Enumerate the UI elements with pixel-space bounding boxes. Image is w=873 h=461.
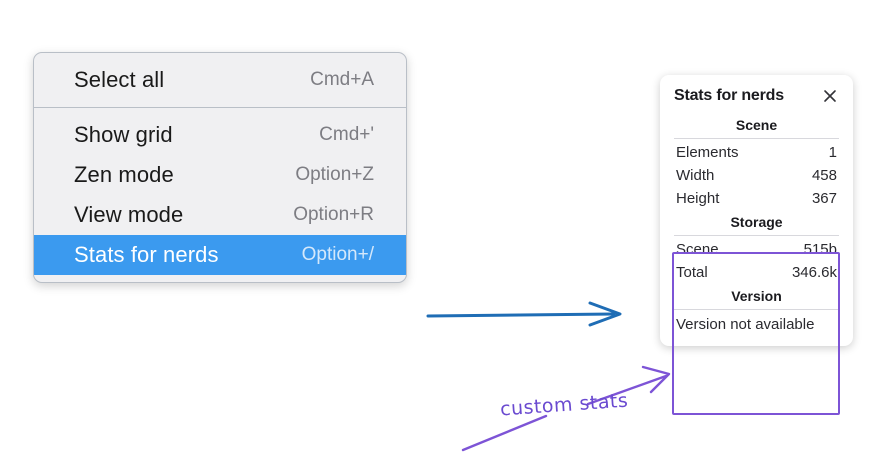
blue-arrow (426, 301, 622, 327)
section-divider (674, 309, 839, 310)
menu-item-select-all[interactable]: Select all Cmd+A (34, 60, 406, 100)
menu-item-shortcut: Cmd+' (319, 124, 374, 145)
table-row: Total 346.6k (672, 261, 841, 284)
section-divider (674, 235, 839, 236)
stat-key: Width (676, 167, 715, 184)
stat-value: 515b (803, 241, 837, 258)
menu-group-view: Show grid Cmd+' Zen mode Option+Z View m… (34, 107, 406, 282)
menu-item-stats-for-nerds[interactable]: Stats for nerds Option+/ (34, 235, 406, 275)
stat-key: Scene (676, 241, 719, 258)
menu-item-show-grid[interactable]: Show grid Cmd+' (34, 115, 406, 155)
menu-item-label: Show grid (74, 122, 173, 147)
section-title: Scene (735, 117, 778, 133)
panel-title: Stats for nerds (674, 87, 784, 104)
purple-underline-stroke (461, 414, 548, 452)
stat-key: Total (676, 264, 708, 281)
custom-stats-annotation-label: custom stats (499, 389, 629, 421)
section-title: Version (731, 288, 782, 304)
section-scene: Scene Elements 1 Width 458 Height 367 (672, 113, 841, 210)
stat-value: 367 (811, 190, 837, 207)
section-version: Version Version not available (672, 284, 841, 334)
table-row: Scene 515b (672, 238, 841, 261)
section-divider (674, 138, 839, 139)
menu-item-shortcut: Option+R (293, 204, 374, 225)
table-row: Elements 1 (672, 141, 841, 164)
menu-item-label: View mode (74, 202, 184, 227)
stats-for-nerds-panel: Stats for nerds Scene Elements 1 Width 4… (660, 75, 853, 346)
menu-item-shortcut: Cmd+A (310, 69, 374, 90)
close-icon[interactable] (821, 87, 839, 105)
stat-value: 346.6k (791, 264, 837, 281)
menu-item-label: Stats for nerds (74, 242, 219, 267)
menu-item-label: Select all (74, 67, 165, 92)
context-menu[interactable]: Select all Cmd+A Show grid Cmd+' Zen mod… (33, 52, 407, 283)
menu-group-primary: Select all Cmd+A (34, 53, 406, 107)
menu-item-shortcut: Option+Z (295, 164, 374, 185)
stat-key: Height (676, 190, 720, 207)
table-row: Height 367 (672, 187, 841, 210)
stat-key: Elements (676, 144, 739, 161)
section-title: Storage (730, 214, 783, 230)
version-text: Version not available (676, 316, 815, 333)
table-row: Width 458 (672, 164, 841, 187)
menu-item-label: Zen mode (74, 162, 174, 187)
stat-value: 1 (828, 144, 837, 161)
panel-header: Stats for nerds (672, 85, 841, 113)
section-storage: Storage Scene 515b Total 346.6k (672, 210, 841, 284)
menu-item-zen-mode[interactable]: Zen mode Option+Z (34, 155, 406, 195)
menu-item-view-mode[interactable]: View mode Option+R (34, 195, 406, 235)
stat-value: 458 (811, 167, 837, 184)
menu-item-shortcut: Option+/ (301, 244, 374, 265)
